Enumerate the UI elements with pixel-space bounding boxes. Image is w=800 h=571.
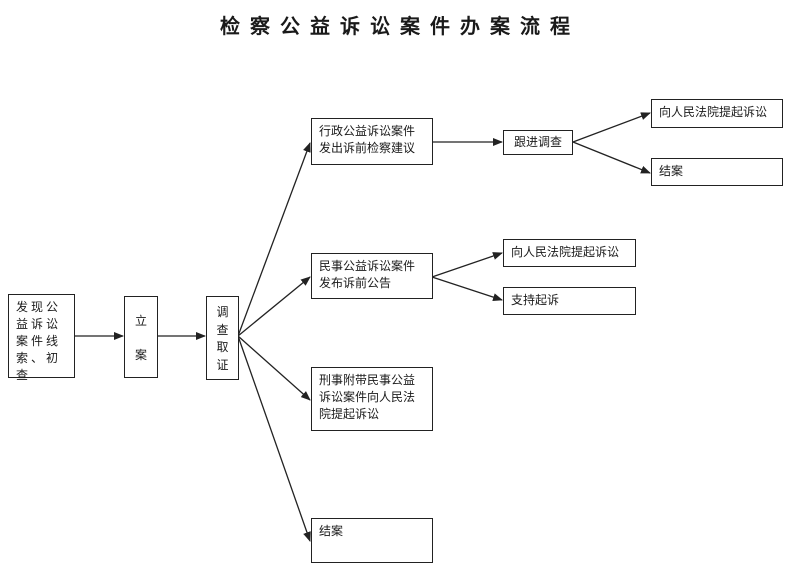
- node-civil-file-suit: 向人民法院提起诉讼: [503, 239, 636, 267]
- edge-diaocha-to-jiean: [237, 335, 311, 542]
- node-investigation-char-3: 取: [216, 340, 229, 355]
- node-file-case: 立 案: [124, 296, 158, 378]
- edge-genjin-to-qisu: [572, 112, 651, 143]
- node-civil-support: 支持起诉: [503, 287, 636, 315]
- node-investigation: 调 查 取 证: [206, 296, 239, 380]
- edge-minshi-to-zhichi: [431, 276, 503, 301]
- edge-diaocha-to-minshi: [237, 276, 311, 337]
- node-investigation-char-4: 证: [216, 357, 229, 372]
- node-investigation-char-2: 查: [216, 322, 229, 337]
- node-file-case-char-1: 立: [134, 313, 147, 328]
- node-investigation-char-1: 调: [216, 305, 229, 320]
- node-criminal-civil-case: 刑事附带民事公益 诉讼案件向人民法 院提起诉讼: [311, 367, 433, 431]
- edge-diaocha-to-xingzheng: [237, 142, 311, 337]
- node-civil-case: 民事公益诉讼案件 发布诉前公告: [311, 253, 433, 299]
- edge-diaocha-to-xingshi: [237, 335, 311, 401]
- edge-minshi-to-qisu: [431, 252, 503, 278]
- node-follow-up: 跟进调查: [503, 130, 573, 155]
- edge-genjin-to-jiean: [572, 141, 651, 174]
- node-clue-discovery: 发现公 益诉讼 案件线 索、初查: [8, 294, 75, 382]
- node-close-case: 结案: [311, 518, 433, 563]
- node-admin-file-suit: 向人民法院提起诉讼: [651, 99, 783, 128]
- diagram-title: 检察公益诉讼案件办案流程: [220, 14, 580, 38]
- node-administrative-case: 行政公益诉讼案件 发出诉前检察建议: [311, 118, 433, 165]
- node-file-case-char-2: 案: [134, 347, 147, 362]
- node-admin-close: 结案: [651, 158, 783, 186]
